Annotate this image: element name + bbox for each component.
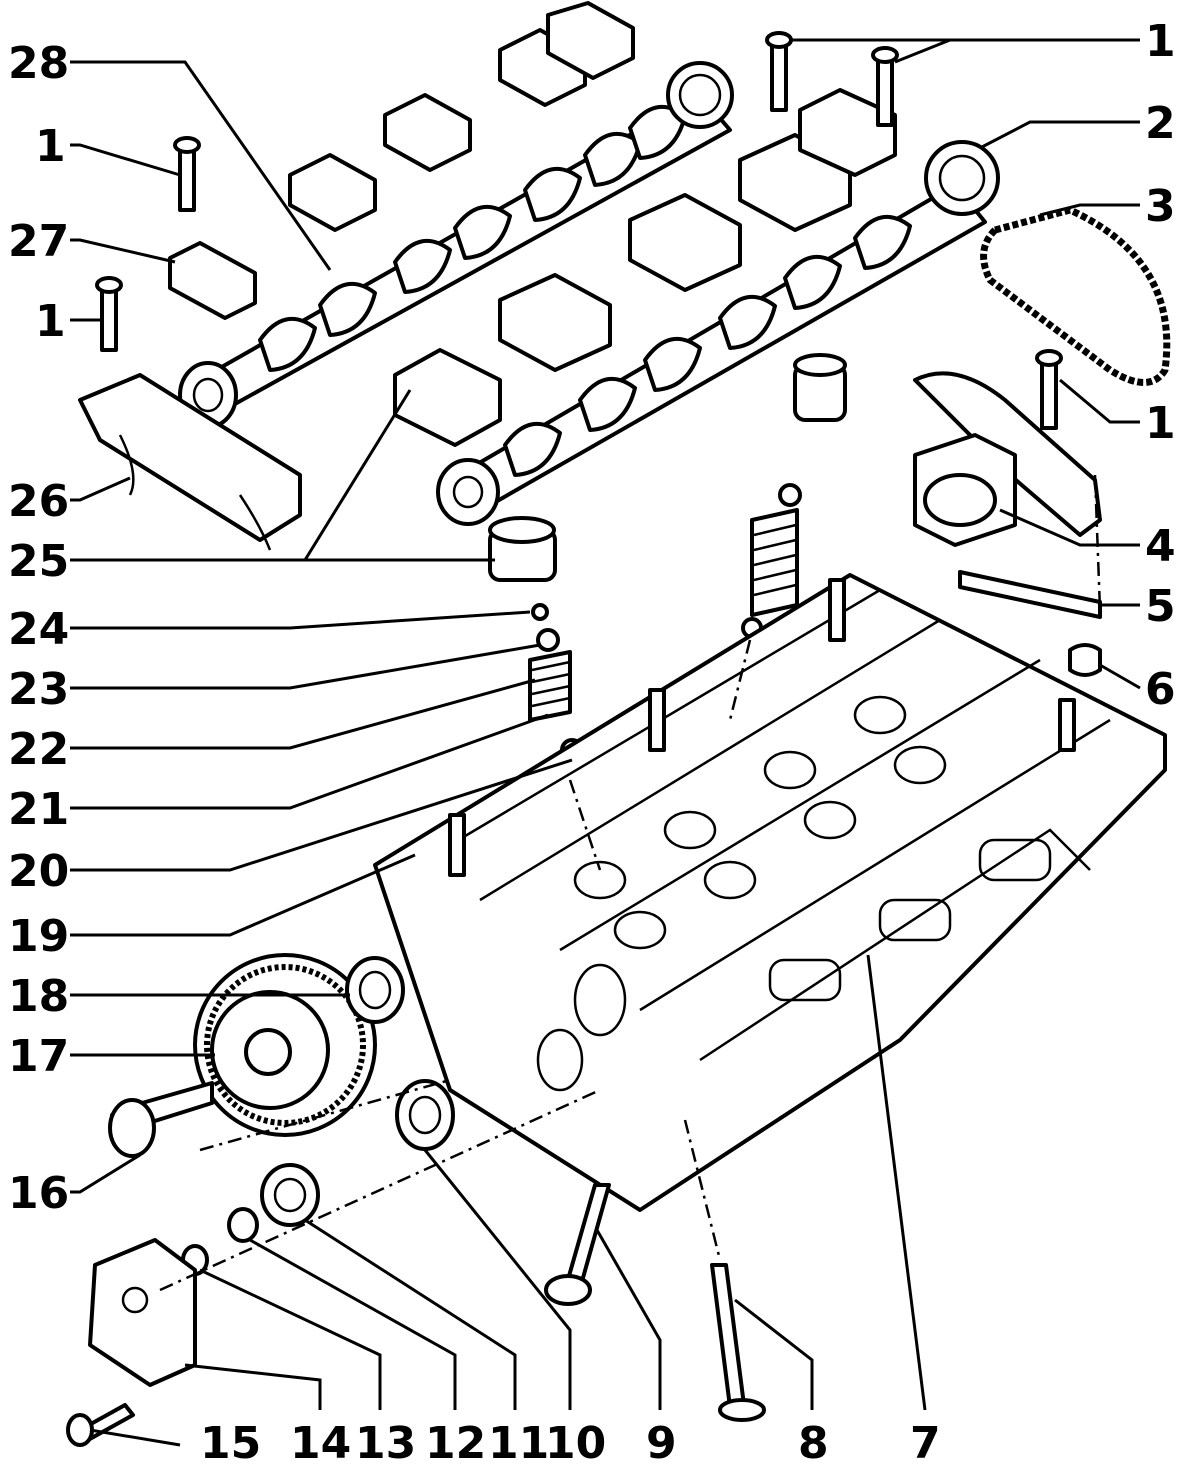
oil-seal-lower [395, 1079, 455, 1151]
label-9: 9 [646, 1418, 677, 1469]
o-ring [227, 1207, 259, 1243]
oil-seal-upper [345, 956, 405, 1024]
camshaft-gear [193, 953, 377, 1137]
assembly-axes [159, 474, 1102, 1292]
label-20: 20 [8, 846, 69, 897]
leader-lines [70, 38, 1141, 1447]
label-12: 12 [425, 1418, 486, 1469]
label-17: 17 [8, 1031, 69, 1082]
label-16: 16 [8, 1168, 69, 1219]
label-4: 4 [1145, 521, 1176, 572]
gear-bolt [108, 1081, 214, 1158]
label-25: 25 [8, 536, 69, 587]
bushing [260, 1163, 320, 1227]
chain-tensioner [913, 371, 1102, 547]
label-23: 23 [8, 664, 69, 715]
label-28: 28 [8, 38, 69, 89]
label-26: 26 [8, 476, 69, 527]
part-labels: 1 2 3 1 4 5 6 7 8 9 10 11 12 13 14 15 16… [8, 16, 1176, 1469]
exhaust-camshaft [436, 140, 1000, 526]
valve-train-parts [488, 353, 847, 762]
label-1-left-upper: 1 [35, 121, 66, 172]
label-7: 7 [910, 1418, 941, 1469]
label-24: 24 [8, 604, 69, 655]
label-10: 10 [545, 1418, 606, 1469]
housing-bolt [66, 1403, 135, 1447]
label-21: 21 [8, 784, 69, 835]
cover-housing [88, 1238, 197, 1387]
label-1-left-lower: 1 [35, 296, 66, 347]
label-14: 14 [290, 1418, 351, 1469]
timing-chain [980, 206, 1171, 386]
intake-camshaft [178, 61, 734, 429]
intake-valve [544, 1183, 611, 1306]
label-1-top-right: 1 [1145, 16, 1176, 67]
label-15: 15 [200, 1418, 261, 1469]
label-6: 6 [1145, 664, 1176, 715]
label-3: 3 [1145, 181, 1176, 232]
label-5: 5 [1145, 581, 1176, 632]
label-19: 19 [8, 911, 69, 962]
bearing-caps [78, 1, 897, 551]
plug [1068, 643, 1102, 677]
tensioner-gasket [958, 570, 1102, 619]
label-27: 27 [8, 216, 69, 267]
label-1-right: 1 [1145, 398, 1176, 449]
cylinder-head [373, 573, 1167, 1212]
label-22: 22 [8, 724, 69, 775]
label-11: 11 [488, 1418, 549, 1469]
label-2: 2 [1145, 98, 1176, 149]
exhaust-valve [710, 1263, 766, 1422]
label-8: 8 [798, 1418, 829, 1469]
label-18: 18 [8, 971, 69, 1022]
label-13: 13 [355, 1418, 416, 1469]
